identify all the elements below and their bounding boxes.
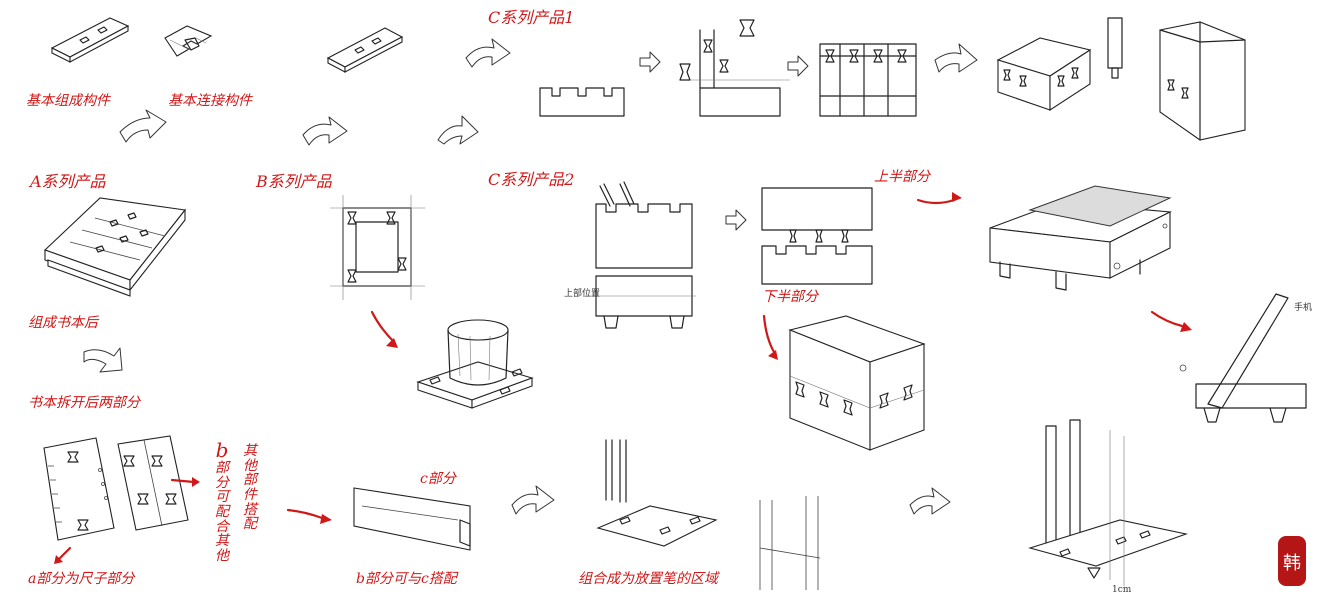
series-c1-assembly-sketch [679, 19, 917, 117]
svg-text:韩: 韩 [1283, 553, 1301, 574]
ruler-and-b-parts-sketch [43, 435, 189, 541]
label-scale: 1cm [1112, 585, 1132, 595]
pen-area-sketch [596, 439, 821, 590]
flow-arrows [83, 38, 978, 515]
basic-connector-sketch [164, 25, 213, 57]
label-pen-area: 组合成为放置笔的区域 [578, 571, 718, 587]
label-part-a-ruler: a部分为尺子部分 [28, 571, 135, 587]
label-series-c2: C系列产品2 [488, 170, 575, 189]
basic-component-sketch [50, 17, 130, 63]
series-b-cup-sketch [416, 319, 534, 409]
label-phone: 手机 [1294, 303, 1313, 313]
series-a-book-sketch [43, 197, 187, 297]
part-b-letter: b [215, 438, 229, 462]
phone-stand-sketch [1179, 293, 1307, 423]
part-b-vertical-note-2: 其 他 部 件 搭 配 [243, 443, 257, 533]
series-c1-strip-sketch [539, 87, 625, 117]
series-b-frame-sketch [330, 195, 425, 300]
label-basic-component: 基本组成构件 [26, 93, 110, 109]
seal-stamp: 韩 [1278, 536, 1306, 586]
part-b-vertical-note: b 部 分 可 配 合 其 他 [215, 438, 229, 565]
label-part-b-with-c: b部分可与c搭配 [356, 571, 457, 587]
label-lower-half: 下半部分 [762, 289, 818, 305]
red-arrows [54, 192, 1192, 564]
label-series-c1: C系列产品1 [488, 8, 575, 27]
label-book-opened: 书本拆开后两部分 [28, 395, 140, 411]
series-c2-holder-sketch [586, 181, 696, 329]
label-series-b: B系列产品 [256, 172, 332, 191]
series-c2-halves-sketch [761, 187, 873, 285]
label-basic-connector: 基本连接构件 [168, 93, 252, 109]
basic-component-sketch-2 [326, 27, 404, 73]
label-part-c: c部分 [420, 471, 456, 487]
part-c-bar-sketch [353, 487, 471, 551]
label-book-assembled: 组成书本后 [28, 315, 98, 331]
series-c1-box-sketch [996, 17, 1246, 141]
label-series-a: A系列产品 [30, 172, 106, 191]
label-small-note: 上部位置 [564, 289, 601, 299]
lower-half-cube-sketch [788, 315, 926, 451]
final-assembly-sketch [1028, 419, 1189, 586]
upper-half-sketch [989, 185, 1172, 291]
label-upper-half: 上半部分 [874, 169, 930, 185]
